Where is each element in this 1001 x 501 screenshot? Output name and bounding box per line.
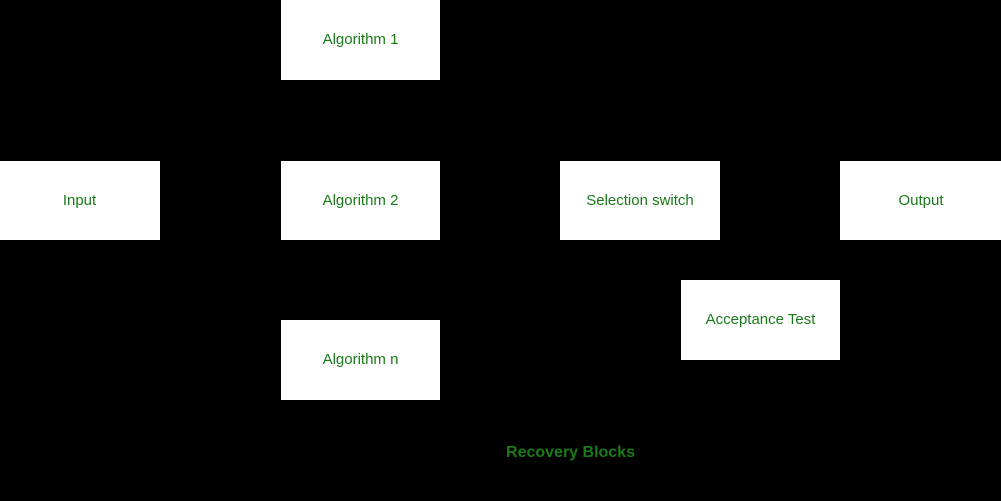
node-algorithm-n[interactable]: Algorithm n	[281, 320, 440, 400]
node-algorithm-n-label: Algorithm n	[322, 351, 399, 368]
edge-algorithm-1-to-selection-switch	[440, 39, 560, 201]
edge-algorithm-n-to-selection-switch	[440, 199, 560, 361]
diagram-caption-text: Recovery Blocks	[506, 444, 635, 461]
node-algorithm-2-label: Algorithm 2	[322, 191, 399, 209]
node-selection-switch[interactable]: Selection switch	[560, 161, 720, 240]
node-acceptance-test-label: Acceptance Test	[705, 311, 816, 328]
diagram-caption: Recovery Blocks	[0, 444, 1001, 462]
edge-selection-switch-to-acceptance-test	[639, 240, 681, 321]
node-algorithm-1[interactable]: Algorithm 1	[281, 0, 440, 80]
node-output-label: Output	[898, 191, 944, 209]
node-selection-switch-label: Selection switch	[586, 191, 694, 209]
node-output[interactable]: Output	[840, 161, 1001, 240]
edge-input-to-algorithm-1	[219, 39, 281, 200]
node-input-label: Input	[62, 191, 97, 209]
node-algorithm-1-label: Algorithm 1	[322, 30, 399, 48]
node-algorithm-2[interactable]: Algorithm 2	[281, 161, 440, 240]
node-acceptance-test[interactable]: Acceptance Test	[681, 280, 840, 360]
node-input[interactable]: Input	[0, 161, 160, 240]
edge-input-to-algorithm-n	[219, 200, 281, 361]
